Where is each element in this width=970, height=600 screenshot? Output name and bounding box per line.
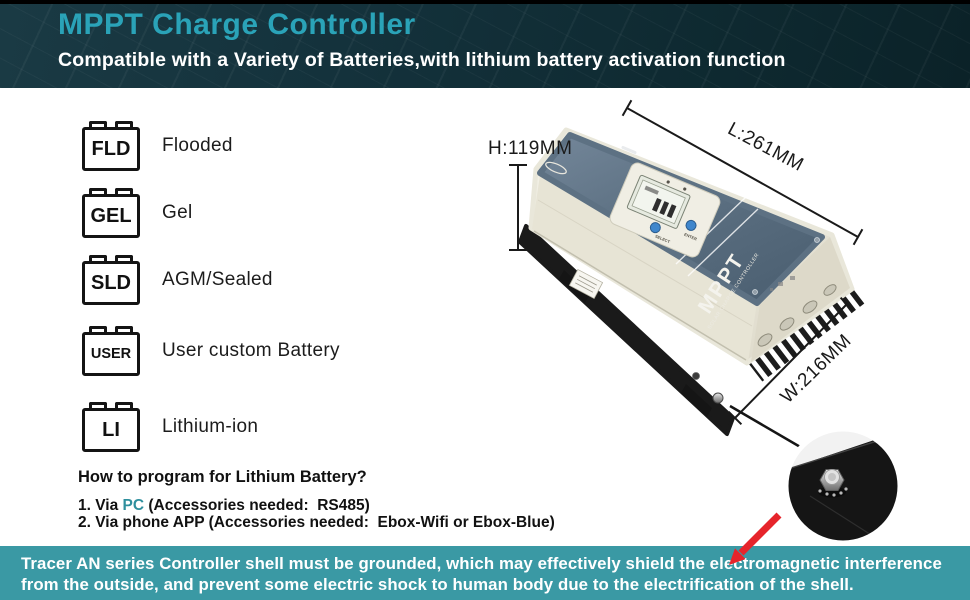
- program-item1-prefix: 1. Via: [78, 497, 123, 514]
- brand-logo-icon: [545, 161, 567, 175]
- dimension-width: [727, 296, 855, 426]
- heatsink-fins: [747, 284, 865, 382]
- washer-serrations: [818, 487, 848, 497]
- bracket-hole: [692, 372, 700, 380]
- battery-code: USER: [82, 332, 140, 376]
- program-item-pc: 1. Via PC (Accessories needed: RS485): [78, 497, 638, 515]
- dim-height-label: H:119MM: [488, 138, 572, 159]
- battery-icon-sld: SLD: [82, 255, 140, 305]
- callout-leader-line: [729, 404, 803, 450]
- select-label: SELECT: [654, 233, 671, 244]
- battery-icon-gel: GEL: [82, 188, 140, 238]
- dim-width-label: W:216MM: [777, 330, 856, 407]
- controller-body: [528, 127, 855, 366]
- enter-label: ENTER: [683, 232, 698, 242]
- battery-icon-fld: FLD: [82, 121, 140, 171]
- mounting-bracket: [518, 224, 735, 436]
- dimension-height: [509, 164, 527, 251]
- battery-row-user: USER User custom Battery: [82, 326, 340, 376]
- enter-button-icon: [685, 219, 697, 231]
- banner-line1: Tracer AN series Controller shell must b…: [21, 554, 942, 573]
- panel-screw-icon: [752, 289, 758, 295]
- battery-label: User custom Battery: [162, 340, 340, 361]
- battery-icon-li: LI: [82, 402, 140, 452]
- battery-row-flooded: FLD Flooded: [82, 121, 233, 171]
- battery-row-gel: GEL Gel: [82, 188, 192, 238]
- header-band: MPPT Charge Controller Compatible with a…: [0, 0, 970, 88]
- battery-label: Lithium-ion: [162, 416, 259, 437]
- display-module: SELECT ENTER: [609, 162, 721, 258]
- program-item-app: 2. Via phone APP (Accessories needed: Eb…: [78, 513, 555, 531]
- front-face: [532, 175, 757, 362]
- battery-icon-user: USER: [82, 326, 140, 376]
- panel-title: MPPT: [694, 249, 749, 317]
- dimension-length: [621, 99, 864, 246]
- battery-code: GEL: [82, 194, 140, 238]
- top-panel: [537, 132, 825, 306]
- banner-line2: from the outside, and prevent some elect…: [21, 575, 854, 594]
- battery-row-lithium: LI Lithium-ion: [82, 402, 258, 452]
- pc-highlight: PC: [122, 497, 145, 514]
- bracket-screw-icon: [712, 392, 724, 404]
- program-title: How to program for Lithium Battery?: [78, 468, 367, 486]
- terminal-face: [751, 237, 850, 362]
- grounding-note-banner: Tracer AN series Controller shell must b…: [0, 546, 970, 600]
- program-section: How to program for Lithium Battery? 1. V…: [78, 468, 638, 531]
- lcd-screen: [626, 174, 691, 229]
- grounding-screw-callout: [783, 426, 903, 546]
- dim-length-label: L:261MM: [724, 118, 807, 175]
- panel-branding: MPPT SOLAR CHARGE CONTROLLER: [694, 249, 761, 330]
- panel-screw-icon: [814, 237, 820, 243]
- select-button-icon: [649, 222, 661, 234]
- page-subtitle: Compatible with a Variety of Batteries,w…: [58, 49, 786, 71]
- battery-label: Gel: [162, 202, 193, 223]
- page-title: MPPT Charge Controller: [58, 8, 416, 41]
- battery-label: Flooded: [162, 135, 233, 156]
- warning-icons: [629, 178, 645, 189]
- battery-code: LI: [82, 408, 140, 452]
- panel-subtitle: SOLAR CHARGE CONTROLLER: [707, 252, 761, 330]
- program-item1-suffix: (Accessories needed: RS485): [144, 497, 370, 514]
- label-sticker: [568, 268, 604, 300]
- model-text-mark: [621, 145, 637, 155]
- battery-code: FLD: [82, 127, 140, 171]
- battery-label: AGM/Sealed: [162, 269, 273, 290]
- hex-screw-icon: [819, 469, 845, 491]
- battery-row-sealed: SLD AGM/Sealed: [82, 255, 273, 305]
- terminal-ports: [757, 276, 837, 347]
- battery-code: SLD: [82, 261, 140, 305]
